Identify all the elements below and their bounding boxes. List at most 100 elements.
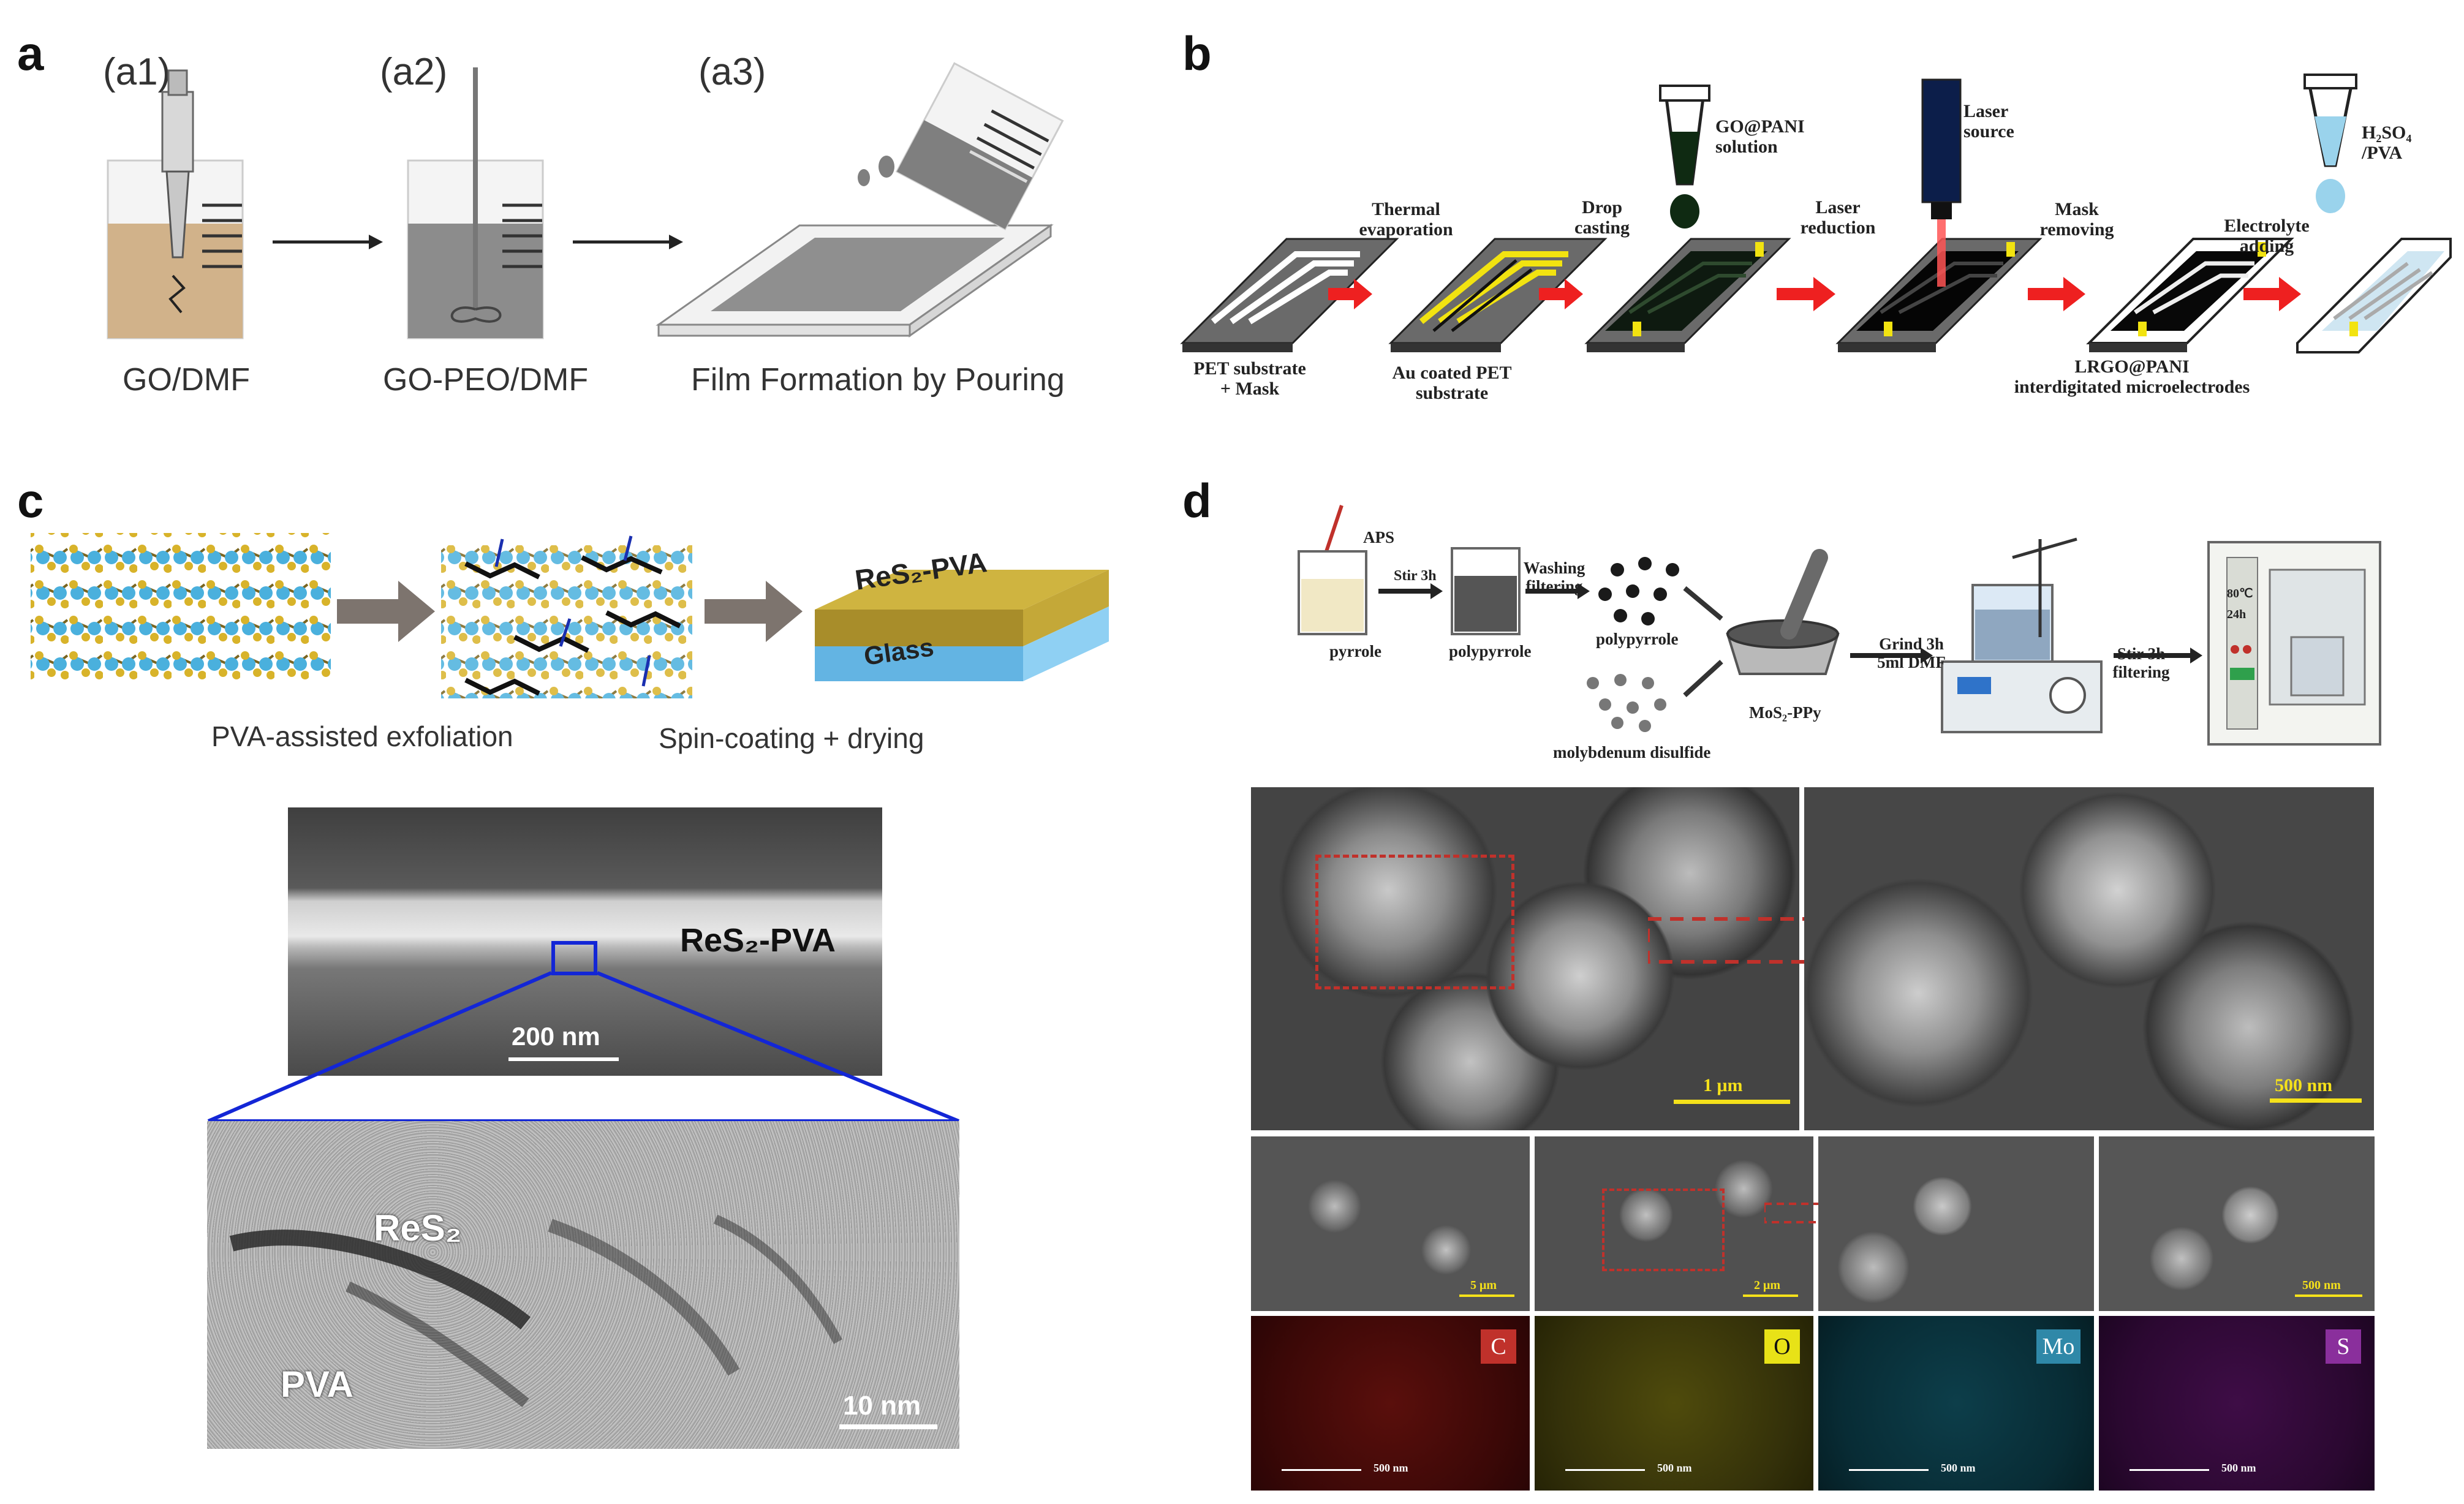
tem-label-res2-pva: ReS₂-PVA [680,922,836,959]
eds-map-mo: Mo 500 nm [1818,1316,2094,1491]
panel-c-schematic [31,533,1109,698]
caption-film-formation: Film Formation by Pouring [691,362,1065,398]
scale-bar [839,1424,937,1429]
polypyrrole-label: polypyrrole [1449,642,1532,660]
step-a1-label: (a1) [103,51,171,93]
tem-label-res2: ReS₂ [374,1207,462,1249]
sem-small-1: 5 μm [1251,1136,1530,1311]
mortar-pestle [1726,549,1840,675]
eds-label-o: O [1764,1329,1800,1364]
electrolyte-substrate [2296,238,2452,353]
mos2-ppy-label: MoS₂-PPy [1749,703,1821,722]
pipette [1325,505,1343,552]
magnetic-stirrer [1941,537,2103,733]
lrgo-pani-substrate [2086,238,2294,352]
eds-map-c: C 500 nm [1251,1316,1530,1491]
eds-scale-s: 500 nm [2221,1462,2256,1474]
mos2-label: molybdenum disulfide [1553,743,1711,761]
tem-image-bottom: ReS₂ PVA 10 nm [207,1121,959,1449]
caption-pet-substrate: PET substrate+ Mask [1193,358,1306,399]
tem-bottom-scale-label: 10 nm [843,1391,921,1421]
beaker-go-dmf [107,69,244,339]
laser-substrate [1835,238,2043,352]
sem-image-500nm: 500 nm [1804,787,2374,1130]
dropper-go-pani [1659,85,1710,229]
dropper-h2so4-pva [2303,74,2357,213]
eds-scale-c: 500 nm [1374,1462,1408,1474]
zoom-lines [207,971,960,1123]
scale-bar [1459,1294,1514,1297]
eds-label-mo: Mo [2036,1329,2080,1364]
sem-small-scale-4: 500 nm [2302,1279,2341,1292]
eds-label-s: S [2326,1329,2361,1364]
scale-bar [1849,1469,1929,1471]
pyrrole-label: pyrrole [1329,642,1381,660]
tem-label-pva: PVA [281,1364,353,1405]
sem-image-1um: 1 μm [1251,787,1799,1130]
exfoliated-flakes [441,535,692,698]
drop [879,156,894,178]
zoom-box [551,941,597,975]
scale-bar [1674,1100,1790,1104]
electrolyte-label: H₂SO₄/PVA [2362,123,2412,163]
step-a3-label: (a3) [698,51,766,93]
beaker-go-peo-dmf [407,67,544,339]
eds-label-c: C [1481,1329,1516,1364]
panel-a-diagram [107,62,1064,339]
panel-label-a: a [17,26,44,80]
scale-bar [508,1057,619,1061]
panel-label-d: d [1182,474,1212,527]
sem-scale-1um: 1 μm [1703,1075,1743,1095]
step-a2-label: (a2) [380,51,448,93]
panel-b-diagram [1180,74,2452,353]
caption-spin-coating: Spin-coating + drying [659,722,924,754]
beaker-pyrrole [1298,550,1367,635]
panel-d-scheme [1298,505,2381,746]
eds-scale-o: 500 nm [1657,1462,1692,1474]
polypyrrole-particles-label: polypyrrole [1596,630,1679,648]
scale-bar [1743,1294,1798,1297]
scale-bar [1282,1469,1361,1471]
res2-pva-film [815,570,1109,681]
caption-go-peo-dmf: GO-PEO/DMF [383,362,589,398]
drop [858,169,870,186]
polypyrrole-particles [1598,557,1679,625]
arrow [705,581,803,642]
sem-small-4: 500 nm [2099,1136,2375,1311]
drop-cast-substrate [1584,238,1791,352]
eds-scale-mo: 500 nm [1941,1462,1976,1474]
zoom-region [1315,855,1514,989]
zoom-region [1602,1188,1725,1271]
sem-small-3 [1818,1136,2094,1311]
caption-pva-exfoliation: PVA-assisted exfoliation [211,720,513,752]
au-coated-substrate [1388,238,1608,352]
stir-3h-label: Stir 3h [1394,568,1437,584]
aps-label: APS [1363,528,1395,546]
mos2-particles [1587,674,1666,732]
scale-bar [2130,1469,2209,1471]
eds-map-o: O 500 nm [1535,1316,1813,1491]
arrow [337,581,435,642]
sem-small-2: 2 μm [1535,1136,1813,1311]
scale-bar [1565,1469,1645,1471]
scale-bar [2295,1294,2362,1297]
beaker-polypyrrole [1451,547,1521,635]
laser-source [1921,78,1962,287]
eds-map-s: S 500 nm [2099,1316,2375,1491]
res2-bulk-lattice [31,533,331,686]
pouring-beaker [895,62,1064,230]
caption-go-dmf: GO/DMF [123,362,250,398]
